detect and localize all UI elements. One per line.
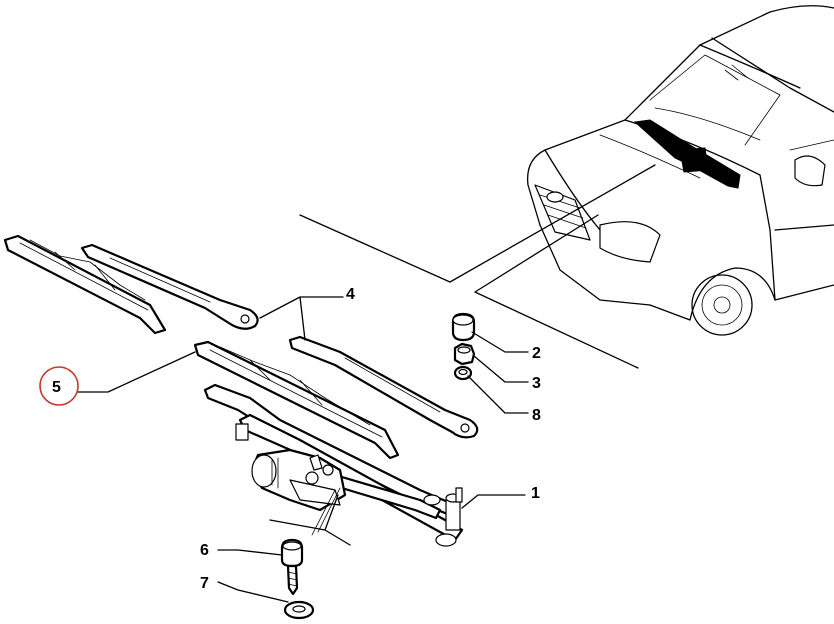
nut-part-3[interactable] bbox=[453, 342, 476, 366]
washer-part-7[interactable] bbox=[283, 600, 315, 620]
vehicle-illustration bbox=[526, 5, 834, 336]
car-leader-line-1 bbox=[299, 164, 656, 283]
car-leader-line-2 bbox=[474, 214, 639, 369]
callout-4: 4 bbox=[346, 286, 355, 303]
callout-3: 3 bbox=[532, 375, 541, 392]
callout-6: 6 bbox=[200, 542, 209, 559]
cap-part-2[interactable] bbox=[451, 312, 476, 342]
wiper-motor-linkage[interactable] bbox=[203, 383, 464, 547]
bolt-part-6[interactable] bbox=[280, 538, 304, 596]
callout-5: 5 bbox=[52, 379, 61, 396]
wiper-blade-center[interactable] bbox=[193, 340, 400, 460]
callout-2: 2 bbox=[532, 345, 541, 362]
callout-1: 1 bbox=[531, 485, 540, 502]
wiper-arm-lower[interactable] bbox=[288, 335, 479, 439]
wiper-arm-upper[interactable] bbox=[80, 243, 259, 330]
callout-8: 8 bbox=[532, 407, 541, 424]
motor-leader-line bbox=[269, 494, 351, 546]
highlight-circle-callout-5 bbox=[39, 366, 79, 406]
callout-7: 7 bbox=[200, 575, 209, 592]
callout-leaders bbox=[77, 296, 529, 603]
wiper-blade-left[interactable] bbox=[3, 234, 167, 335]
washer-part-8[interactable] bbox=[453, 365, 473, 381]
